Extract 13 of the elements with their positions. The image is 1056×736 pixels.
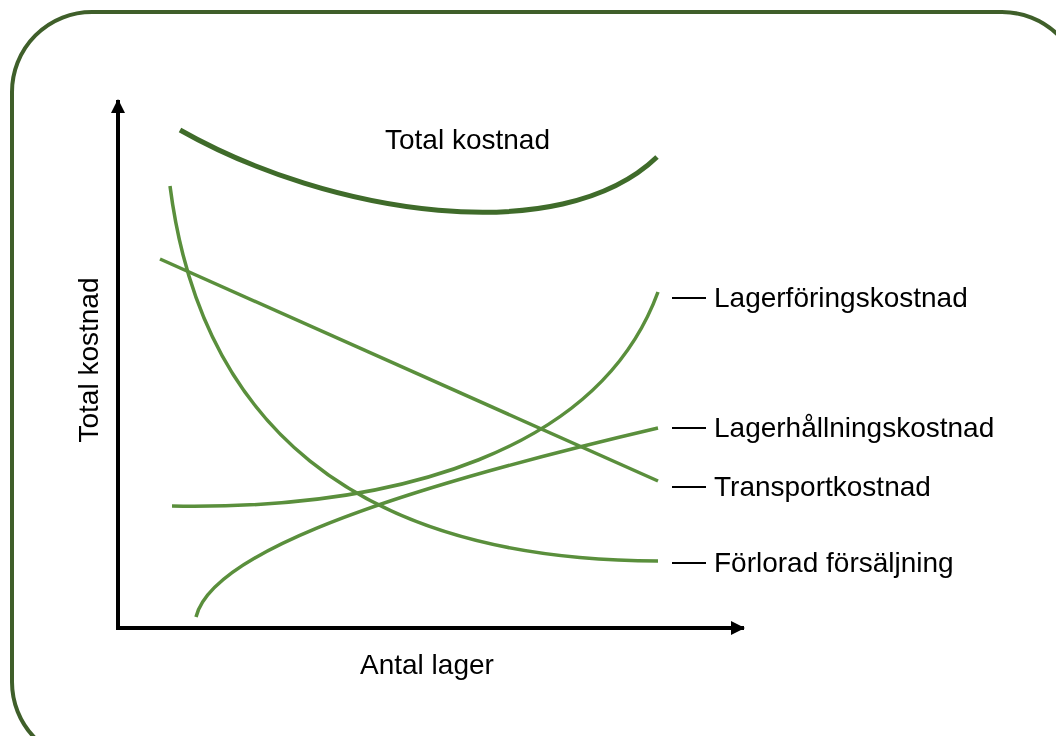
- curve-label: Lagerföringskostnad: [714, 282, 968, 314]
- curve-label: Total kostnad: [385, 124, 550, 156]
- curve-label: Förlorad försäljning: [714, 547, 954, 579]
- leader-line: [671, 297, 707, 299]
- leader-line: [671, 427, 707, 429]
- falling-curve: [168, 185, 659, 563]
- leader-line: [671, 486, 707, 488]
- leader-line: [671, 562, 707, 564]
- axis-label: Antal lager: [360, 649, 494, 681]
- axis-label: Total kostnad: [72, 277, 104, 443]
- rising-curve: [194, 426, 659, 618]
- curve-label: Lagerhållningskostnad: [714, 412, 995, 444]
- curve-label: Transportkostnad: [714, 471, 931, 503]
